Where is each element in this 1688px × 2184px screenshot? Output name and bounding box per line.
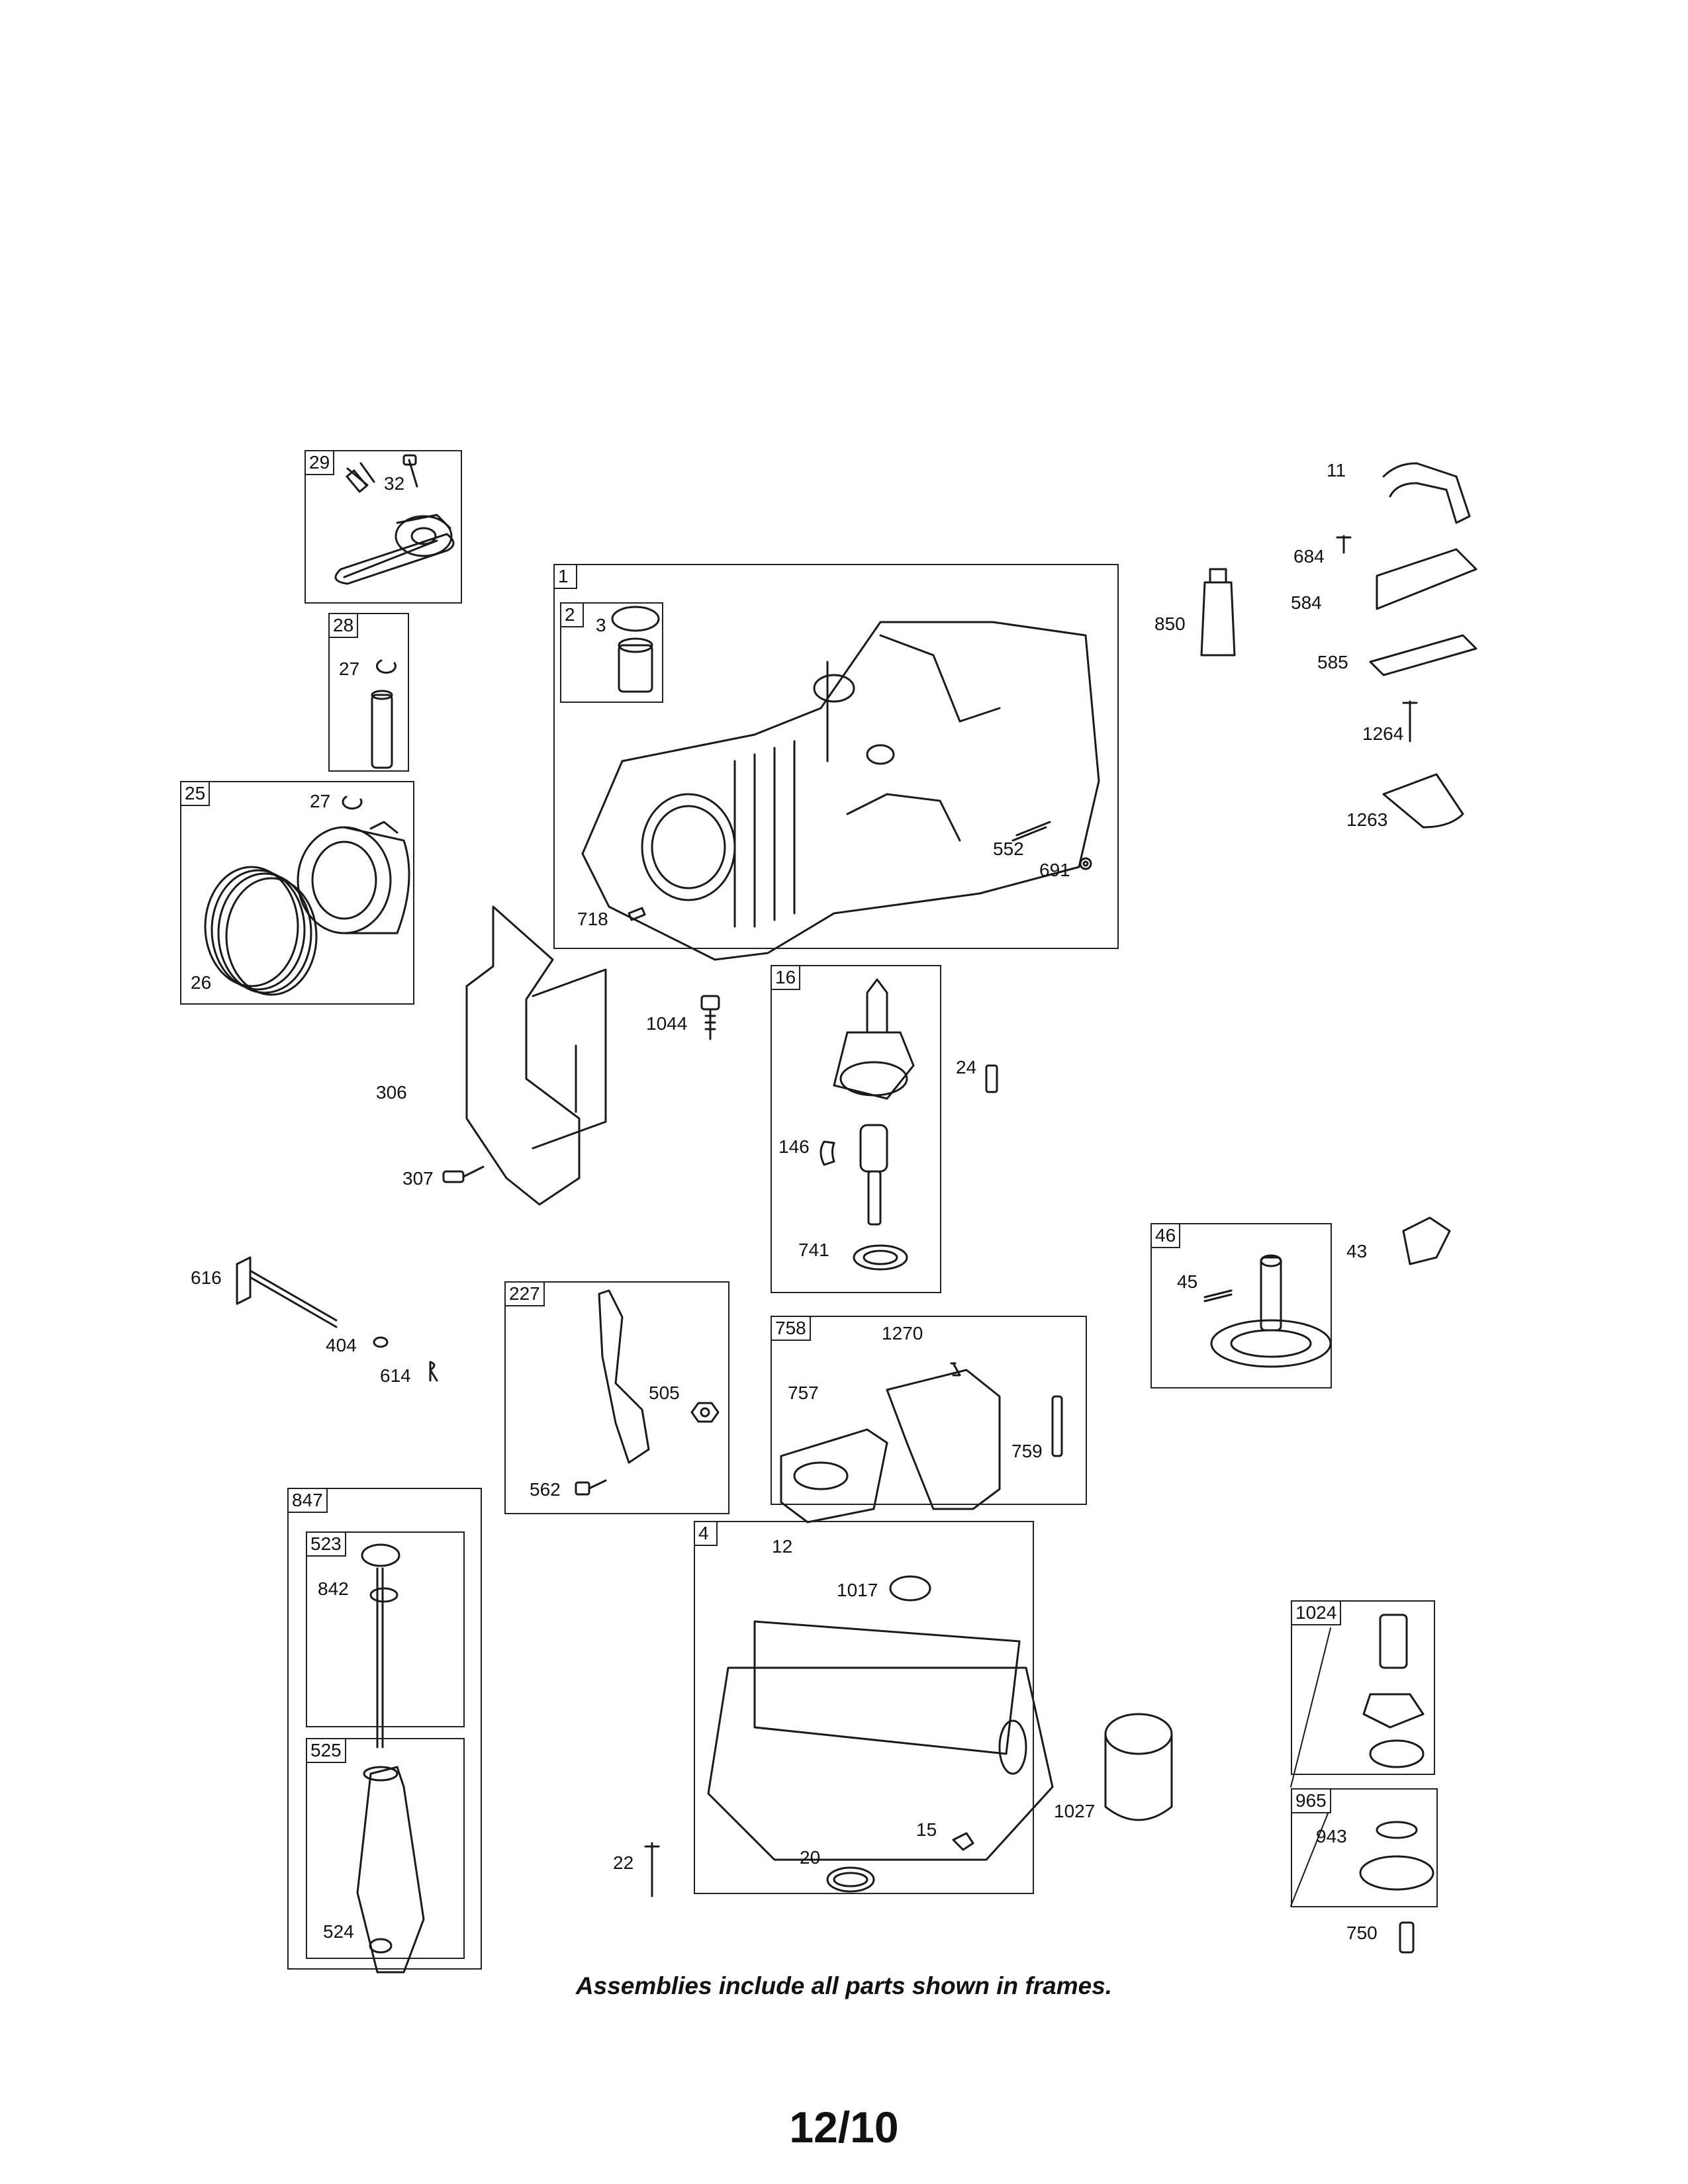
assembly-frame-965: 965	[1291, 1788, 1438, 1907]
assembly-number: 523	[307, 1533, 346, 1557]
assembly-frame-525: 525	[306, 1738, 465, 1959]
assembly-frame-25: 25	[180, 781, 414, 1005]
part-label-307: 307	[402, 1168, 434, 1189]
assembly-frame-4: 4	[694, 1521, 1034, 1894]
assembly-number: 25	[181, 782, 211, 806]
governor-lever-icon	[575, 1289, 720, 1496]
crankshaft-icon	[820, 978, 998, 1271]
part-label-1264: 1264	[1362, 723, 1404, 744]
assembly-number: 16	[772, 966, 801, 990]
part-label-614: 614	[380, 1365, 411, 1386]
assembly-number: 2	[561, 604, 584, 627]
assembly-frame-28: 28	[328, 613, 409, 772]
assembly-frame-16: 16	[771, 965, 941, 1293]
part-label-585: 585	[1317, 652, 1348, 672]
assembly-number: 758	[772, 1317, 811, 1341]
assembly-number: 46	[1152, 1224, 1181, 1248]
part-label-584: 584	[1291, 592, 1322, 613]
part-label-505: 505	[649, 1383, 680, 1403]
breather-shroud-icon	[442, 905, 607, 1206]
assembly-number: 965	[1292, 1790, 1331, 1813]
part-label-24: 24	[956, 1057, 977, 1077]
assembly-frame-758: 758	[771, 1316, 1087, 1505]
part-label-741: 741	[798, 1240, 829, 1260]
part-label-3: 3	[596, 615, 606, 635]
connecting-rod-icon	[334, 454, 455, 585]
part-label-1270: 1270	[882, 1323, 923, 1343]
part-label-562: 562	[530, 1479, 561, 1500]
part-label-718: 718	[577, 909, 608, 929]
assembly-number: 227	[506, 1283, 545, 1306]
part-label-757: 757	[788, 1383, 819, 1403]
part-label-32: 32	[384, 473, 405, 494]
part-label-943: 943	[1316, 1826, 1347, 1846]
cylinder-block-icon	[581, 606, 1100, 961]
part-label-15: 15	[916, 1819, 937, 1840]
bolt-icon	[700, 995, 720, 1040]
part-label-22: 22	[613, 1852, 634, 1873]
assembly-number: 29	[306, 451, 335, 475]
part-label-842: 842	[318, 1578, 349, 1599]
assembly-number: 1024	[1292, 1602, 1342, 1625]
part-label-684: 684	[1293, 546, 1325, 567]
part-label-691: 691	[1039, 860, 1070, 880]
part-label-146: 146	[778, 1136, 810, 1157]
part-label-1044: 1044	[646, 1013, 688, 1034]
part-label-306: 306	[376, 1082, 407, 1103]
page-number: 12/10	[789, 2103, 899, 2152]
assembly-frame-1: 1	[553, 564, 1119, 949]
sealant-tube-icon	[1200, 568, 1236, 657]
oil-filter-adapter-icon	[1359, 1614, 1434, 1954]
part-label-20: 20	[800, 1847, 821, 1868]
part-label-552: 552	[993, 839, 1024, 859]
breather-cover-icon	[1336, 535, 1477, 829]
assembly-frame-523: 523	[306, 1531, 465, 1727]
governor-shaft-icon	[236, 1256, 438, 1382]
assembly-number: 525	[307, 1739, 346, 1763]
part-label-404: 404	[326, 1335, 357, 1355]
part-label-524: 524	[323, 1921, 354, 1942]
assembly-number: 847	[289, 1489, 328, 1513]
assembly-number: 28	[330, 614, 359, 638]
part-label-43: 43	[1346, 1241, 1368, 1261]
assembly-frame-2: 2	[560, 602, 663, 703]
assembly-number: 1	[555, 565, 577, 589]
part-label-26: 26	[191, 972, 212, 993]
assembly-frame-29: 29	[305, 450, 462, 604]
oil-filter-icon	[1104, 1713, 1173, 1821]
diagram-caption: Assemblies include all parts shown in fr…	[575, 1972, 1113, 1999]
assembly-frame-1024: 1024	[1291, 1600, 1435, 1775]
part-label-1263: 1263	[1346, 809, 1388, 830]
assembly-frame-847: 847	[287, 1488, 482, 1970]
part-label-759: 759	[1011, 1441, 1043, 1461]
assembly-number: 4	[695, 1522, 718, 1546]
part-label-11: 11	[1327, 460, 1346, 480]
crankcase-cover-icon	[644, 1575, 1054, 1897]
part-label-45: 45	[1177, 1271, 1198, 1292]
part-label-27: 27	[339, 659, 360, 679]
part-label-616: 616	[191, 1267, 222, 1288]
part-label-1027: 1027	[1054, 1801, 1096, 1821]
part-label-12: 12	[772, 1536, 793, 1557]
part-label-27: 27	[310, 791, 331, 811]
dipstick-icon	[356, 1543, 425, 1974]
bracket-icon	[780, 1362, 1063, 1524]
piston-pin-icon	[371, 659, 397, 769]
part-label-850: 850	[1154, 614, 1186, 634]
piston-icon	[204, 796, 410, 996]
part-label-1017: 1017	[837, 1580, 878, 1600]
assembly-frame-227: 227	[504, 1281, 729, 1514]
breather-tube-icon	[1382, 462, 1471, 524]
assembly-frame-46: 46	[1150, 1223, 1332, 1388]
part-label-750: 750	[1346, 1923, 1378, 1943]
